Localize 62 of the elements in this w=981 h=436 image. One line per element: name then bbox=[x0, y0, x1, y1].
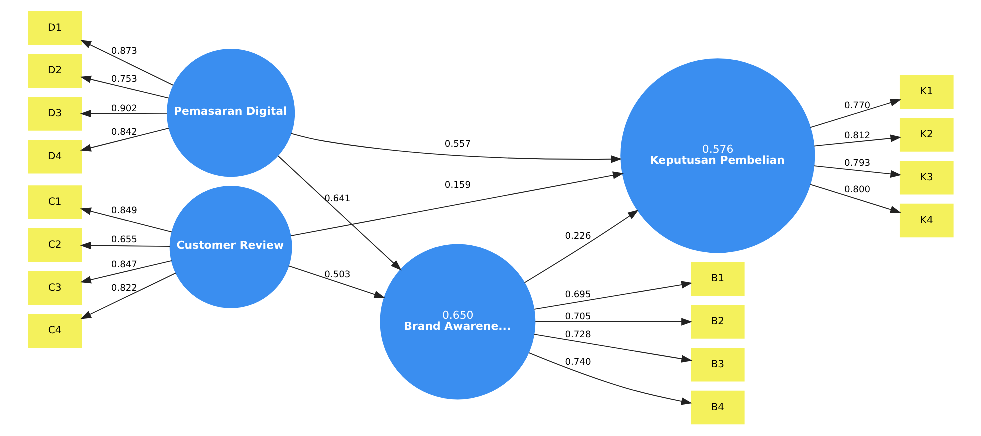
edge-label: 0.842 bbox=[110, 128, 137, 138]
arrow bbox=[80, 76, 169, 99]
arrow bbox=[810, 184, 901, 214]
arrow bbox=[290, 133, 622, 164]
edge-label: 0.847 bbox=[110, 260, 137, 270]
node-box: C2 bbox=[28, 228, 82, 262]
arrow bbox=[80, 242, 170, 250]
node-circle: 0.650 Brand Awarene... bbox=[380, 244, 536, 400]
edge-label: 0.822 bbox=[110, 284, 137, 294]
arrow bbox=[528, 352, 692, 406]
arrow bbox=[277, 156, 402, 271]
node-box: K3 bbox=[899, 160, 954, 195]
edge-label: 0.695 bbox=[564, 290, 591, 300]
edge-label: 0.503 bbox=[324, 270, 350, 280]
edge-label: 0.812 bbox=[844, 132, 870, 142]
arrow bbox=[288, 266, 385, 298]
node-box: D3 bbox=[28, 97, 82, 131]
node-box: D4 bbox=[28, 140, 82, 174]
node-box: C1 bbox=[28, 186, 82, 220]
edge-label: 0.800 bbox=[844, 185, 870, 196]
edge-label: 0.705 bbox=[564, 312, 591, 322]
arrow bbox=[290, 172, 624, 237]
arrow bbox=[80, 272, 176, 320]
node-box: C3 bbox=[28, 271, 82, 306]
edge-label: 0.159 bbox=[444, 180, 471, 191]
node-box: B4 bbox=[690, 390, 744, 425]
arrow bbox=[534, 281, 692, 310]
arrow bbox=[534, 334, 692, 363]
node-circle: Pemasaran Digital bbox=[166, 49, 295, 178]
edge-label: 0.873 bbox=[110, 46, 137, 57]
node-box: K1 bbox=[899, 75, 954, 109]
node-box: D2 bbox=[28, 54, 82, 88]
edge-label: 0.557 bbox=[444, 140, 471, 150]
node-box: K2 bbox=[899, 118, 954, 152]
node-box: C4 bbox=[28, 314, 82, 348]
node-box: K4 bbox=[899, 204, 954, 238]
edge-label: 0.641 bbox=[324, 194, 350, 205]
node-circle: 0.576 Keputusan Pembelian bbox=[620, 58, 815, 254]
arrow bbox=[524, 210, 638, 284]
edge-label: 0.655 bbox=[110, 236, 137, 246]
arrow bbox=[534, 318, 692, 326]
edge-label: 0.728 bbox=[564, 330, 591, 341]
node-box: B3 bbox=[690, 348, 744, 382]
arrow bbox=[810, 99, 901, 128]
arrow bbox=[80, 208, 172, 233]
node-circle: Customer Review bbox=[169, 186, 292, 308]
edge-label: 0.902 bbox=[110, 104, 137, 114]
arrow bbox=[813, 166, 902, 178]
arrow bbox=[80, 260, 172, 284]
node-box: B2 bbox=[690, 305, 744, 339]
edge-label: 0.770 bbox=[844, 102, 870, 112]
arrow bbox=[80, 110, 168, 118]
arrow bbox=[813, 134, 902, 147]
edge-label: 0.849 bbox=[110, 206, 137, 216]
edge-label: 0.793 bbox=[844, 158, 870, 169]
arrow bbox=[80, 40, 174, 86]
edge-label: 0.753 bbox=[110, 75, 137, 86]
arrow bbox=[80, 128, 169, 152]
edge-label: 0.740 bbox=[564, 358, 591, 368]
edge-label: 0.226 bbox=[564, 232, 591, 242]
node-box: D1 bbox=[28, 11, 82, 46]
node-box: B1 bbox=[690, 262, 744, 296]
